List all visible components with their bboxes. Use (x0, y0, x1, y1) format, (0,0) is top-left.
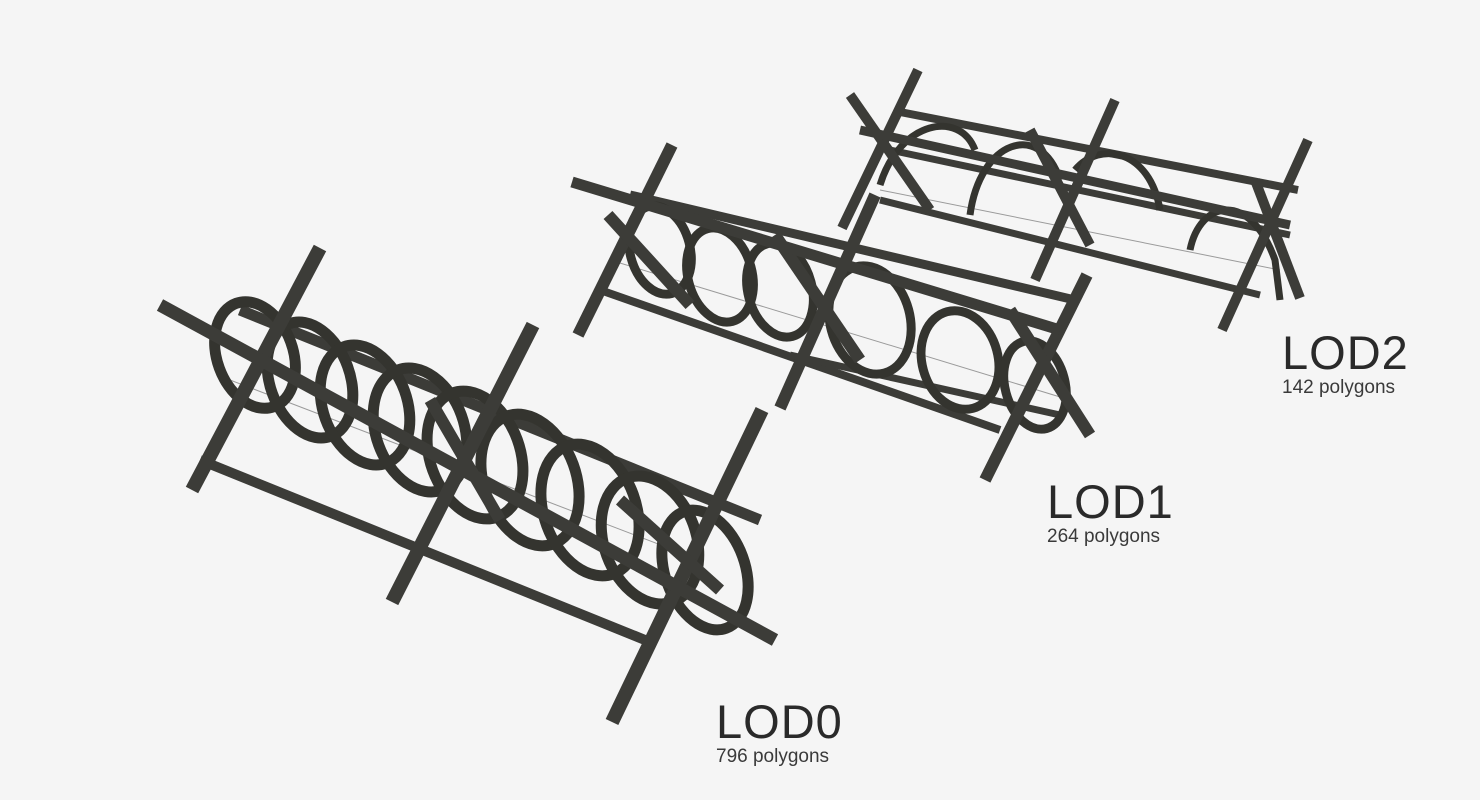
lod2-label: LOD2 142 polygons (1282, 329, 1409, 397)
lod0-label: LOD0 796 polygons (716, 698, 843, 766)
lod1-polygon-count: 264 polygons (1047, 526, 1161, 547)
barricade-lod2-model (837, 67, 1313, 333)
barricade-lod1-model (570, 142, 1096, 483)
lod0-polygon-count: 796 polygons (716, 746, 830, 767)
lod1-title: LOD1 (1047, 475, 1174, 528)
lod2-title: LOD2 (1282, 326, 1409, 379)
lod0-title: LOD0 (716, 695, 843, 748)
lod1-label: LOD1 264 polygons (1047, 478, 1174, 546)
barricade-lod0-model (156, 244, 779, 726)
lod2-polygon-count: 142 polygons (1282, 377, 1396, 398)
